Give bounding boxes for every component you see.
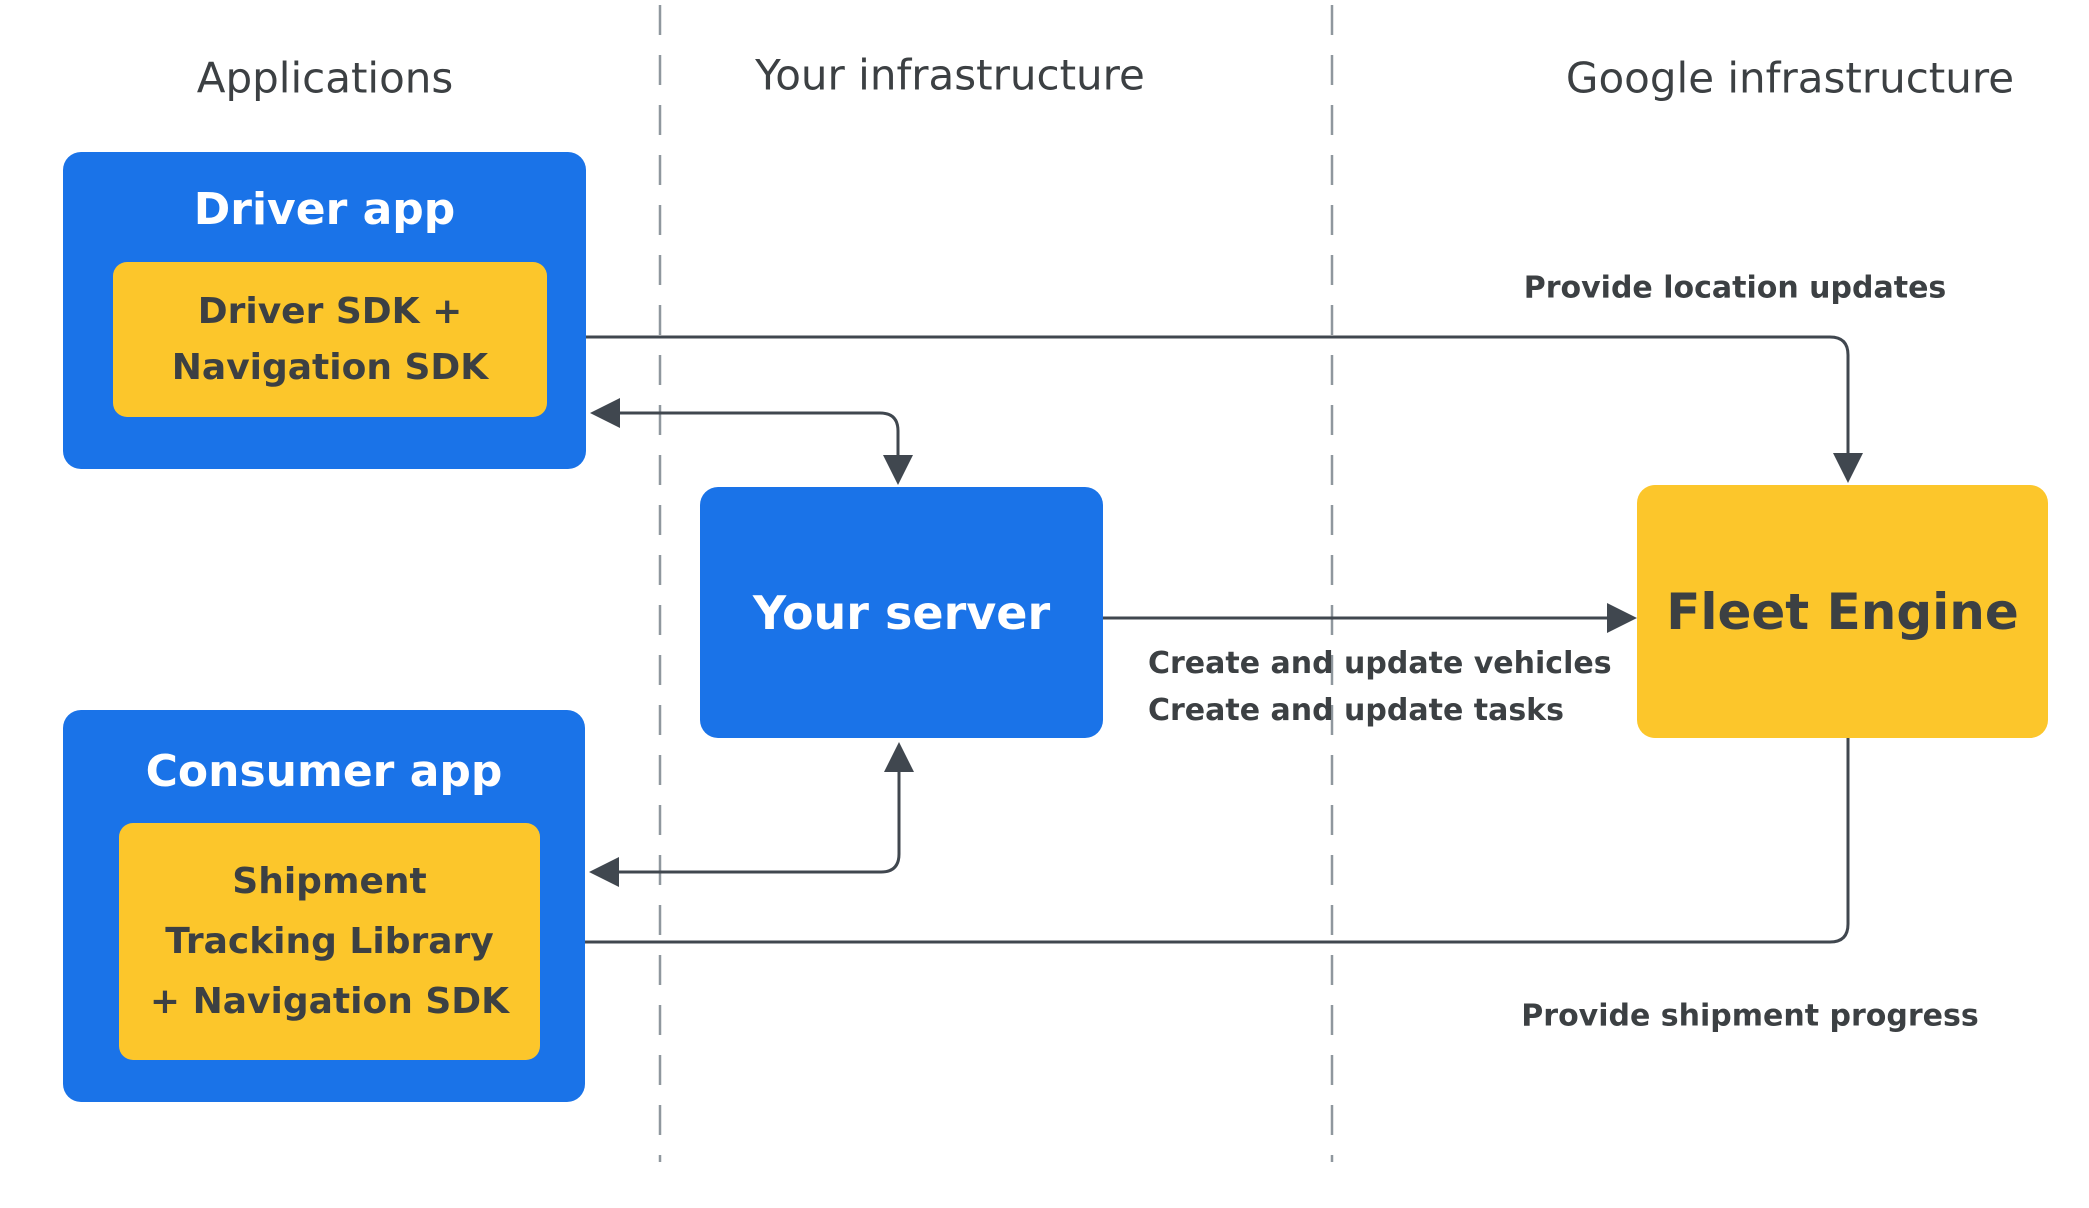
label-create-update: Create and update vehicles Create and up… [1148, 640, 1612, 734]
arrowhead-into-fleet-engine-left-icon [1607, 603, 1637, 633]
driver-sdk-label-line1: Driver SDK + [197, 290, 463, 332]
node-shipment-tracking-library: Shipment Tracking Library + Navigation S… [119, 823, 540, 1060]
label-create-update-tasks: Create and update tasks [1148, 693, 1564, 728]
node-driver-sdk: Driver SDK + Navigation SDK [113, 262, 547, 417]
node-your-server: Your server [700, 487, 1103, 738]
arrowhead-into-consumer-app-icon [589, 857, 619, 887]
node-fleet-engine: Fleet Engine [1637, 485, 2048, 738]
column-header-your-infrastructure: Your infrastructure [755, 50, 1145, 100]
fleet-engine-label: Fleet Engine [1666, 582, 2019, 641]
arrowhead-into-your-server-top-icon [883, 455, 913, 485]
arrowhead-into-driver-app-icon [590, 398, 620, 428]
column-header-google-infrastructure: Google infrastructure [1565, 53, 2015, 103]
label-provide-shipment-progress: Provide shipment progress [1521, 998, 1979, 1034]
label-provide-location-updates: Provide location updates [1523, 270, 1947, 306]
driver-sdk-label-line2: Navigation SDK [171, 346, 489, 388]
edge-location-updates [583, 335, 1850, 453]
arrowhead-into-your-server-bottom-icon [884, 742, 914, 772]
driver-sdk-label: Driver SDK + Navigation SDK [113, 262, 547, 417]
consumer-app-label: Consumer app [145, 746, 503, 797]
shipment-library-label-line3: + Navigation SDK [149, 980, 510, 1022]
edge-consumer-app-your-server [619, 772, 901, 874]
node-driver-app: Driver app Driver SDK + Navigation SDK [63, 152, 586, 469]
edge-fleet-engine-shipment-library [573, 738, 1850, 944]
column-header-applications: Applications [196, 53, 454, 103]
shipment-library-label-line2: Tracking Library [165, 920, 494, 962]
your-server-label: Your server [752, 585, 1051, 640]
shipment-library-label-line1: Shipment [232, 860, 427, 902]
arrowhead-into-fleet-engine-top-icon [1833, 453, 1863, 483]
node-consumer-app: Consumer app Shipment Tracking Library +… [63, 710, 585, 1102]
driver-app-label: Driver app [193, 184, 456, 235]
label-create-update-vehicles: Create and update vehicles [1148, 646, 1612, 681]
shipment-library-label: Shipment Tracking Library + Navigation S… [119, 823, 540, 1060]
edge-driver-app-your-server [620, 411, 900, 455]
